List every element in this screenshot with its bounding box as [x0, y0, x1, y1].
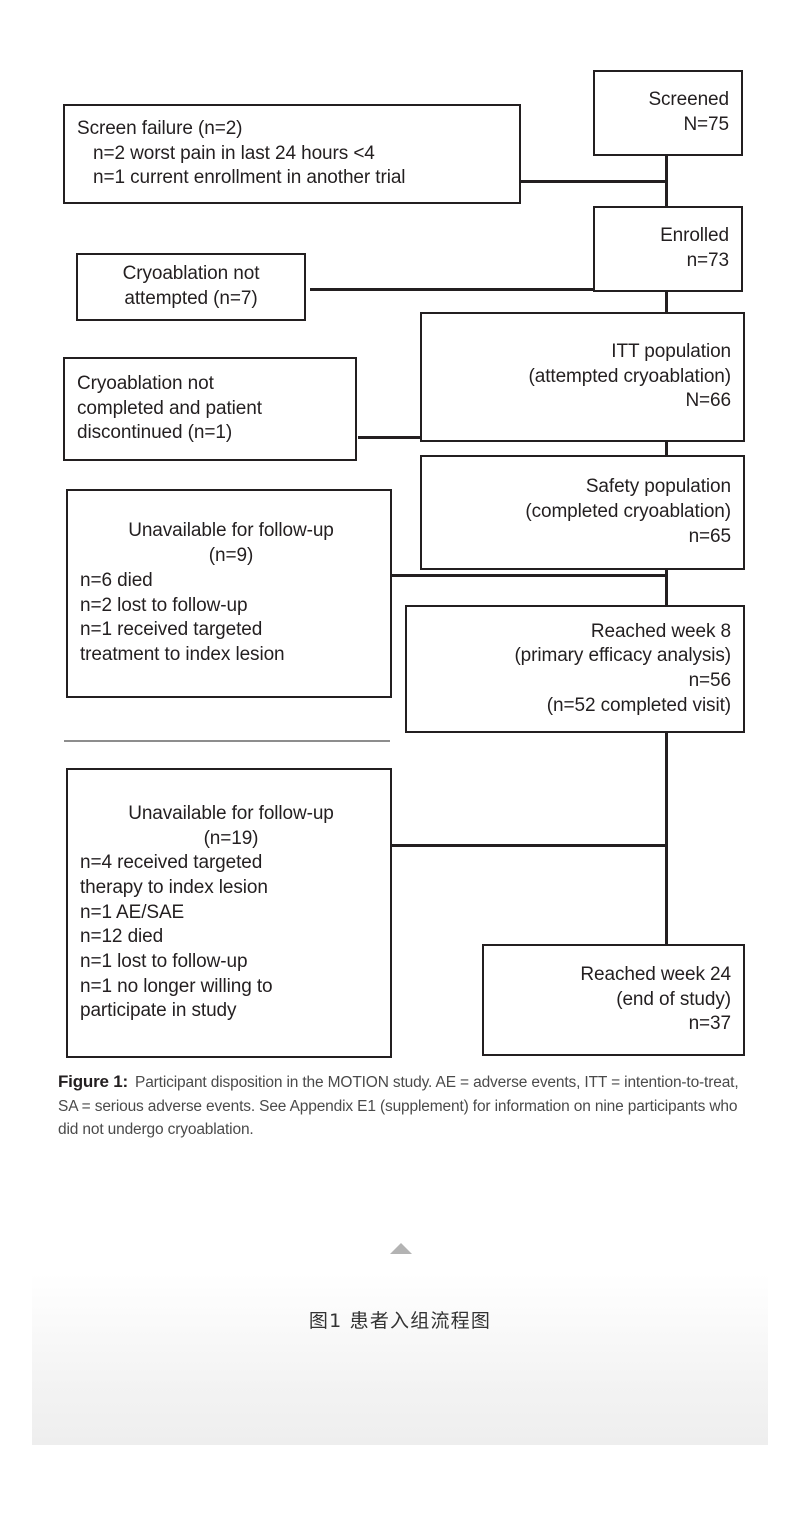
node-cryoablation-not-completed: Cryoablation not completed and patient d… — [63, 357, 357, 461]
node-screen-failure: Screen failure (n=2) n=2 worst pain in l… — [63, 104, 521, 204]
flowchart-figure: Screened N=75 Screen failure (n=2) n=2 w… — [58, 70, 758, 1142]
node-unavailable-9-line4: n=2 lost to follow-up — [80, 594, 248, 616]
node-itt-line1: ITT population — [611, 340, 731, 362]
node-unavailable-19-line4: therapy to index lesion — [80, 876, 268, 898]
node-unavailable-9-line1: Unavailable for follow-up — [128, 520, 334, 542]
node-week24-line1: Reached week 24 — [580, 963, 731, 985]
node-enrolled-line2: n=73 — [686, 250, 730, 271]
node-reached-week-8: Reached week 8 (primary efficacy analysi… — [405, 605, 745, 733]
node-unavailable-followup-9: Unavailable for follow-up (n=9) n=6 died… — [66, 489, 392, 698]
connector-to-cryo-not-attempted — [310, 288, 668, 291]
node-unavailable-19-line2: (n=19) — [203, 827, 259, 849]
connector-safety-to-week8 — [665, 568, 668, 620]
node-unavailable-followup-19: Unavailable for follow-up (n=19) n=4 rec… — [66, 768, 392, 1058]
node-screened-line2: N=75 — [683, 114, 729, 135]
node-screen-failure-line1: Screen failure (n=2) — [77, 117, 243, 139]
node-unavailable-9-line3: n=6 died — [80, 569, 153, 591]
connector-to-unavailable-19 — [392, 844, 668, 847]
node-cryo-not-completed-line2: completed and patient — [77, 397, 262, 419]
connector-to-unavailable-9 — [392, 574, 668, 577]
figure-caption: Figure 1:Participant disposition in the … — [58, 1069, 758, 1142]
bottom-panel — [32, 1274, 768, 1445]
figure-caption-text: Participant disposition in the MOTION st… — [58, 1074, 739, 1139]
collapse-triangle-icon[interactable] — [390, 1243, 412, 1254]
node-unavailable-19-line8: n=1 no longer willing to — [80, 975, 273, 997]
figure-caption-label: Figure 1: — [58, 1072, 128, 1091]
node-unavailable-19-line9: participate in study — [80, 1000, 237, 1022]
node-week24-line2: (end of study) — [616, 988, 731, 1010]
node-unavailable-9-line5: n=1 received targeted — [80, 619, 263, 641]
node-cryo-not-attempted-line2: attempted (n=7) — [124, 288, 258, 309]
node-itt-population: ITT population (attempted cryoablation) … — [420, 312, 745, 442]
chinese-figure-caption: 图1 患者入组流程图 — [308, 1310, 492, 1332]
node-unavailable-9-line2: (n=9) — [208, 545, 254, 567]
node-safety-line1: Safety population — [585, 476, 731, 498]
node-week8-line4: (n=52 completed visit) — [546, 694, 731, 716]
connector-to-screen-failure — [520, 180, 668, 183]
node-itt-line2: (attempted cryoablation) — [528, 365, 732, 387]
node-cryo-not-completed-line1: Cryoablation not — [77, 372, 214, 394]
node-cryo-not-completed-line3: discontinued (n=1) — [77, 422, 233, 444]
node-week8-line2: (primary efficacy analysis) — [514, 645, 731, 667]
node-cryo-not-attempted-line1: Cryoablation not — [122, 263, 260, 285]
node-unavailable-19-line7: n=1 lost to follow-up — [80, 951, 248, 973]
node-safety-population: Safety population (completed cryoablatio… — [420, 455, 745, 570]
node-screen-failure-line3: n=1 current enrollment in another trial — [93, 167, 406, 189]
node-itt-line3: N=66 — [685, 390, 731, 412]
node-cryoablation-not-attempted: Cryoablation not attempted (n=7) — [76, 253, 306, 321]
node-safety-line3: n=65 — [688, 525, 732, 547]
node-enrolled-line1: Enrolled — [660, 225, 729, 247]
node-week8-line3: n=56 — [688, 670, 732, 691]
node-week8-line1: Reached week 8 — [590, 620, 731, 642]
node-screen-failure-line2: n=2 worst pain in last 24 hours <4 — [93, 142, 375, 164]
node-enrolled: Enrolled n=73 — [593, 206, 743, 292]
node-unavailable-19-line5: n=1 AE/SAE — [80, 901, 185, 923]
section-divider-rule — [64, 740, 390, 742]
node-screened-line1: Screened — [648, 89, 729, 111]
node-unavailable-9-line6: treatment to index lesion — [80, 643, 285, 665]
connector-week8-to-week24 — [665, 733, 668, 946]
node-unavailable-19-line6: n=12 died — [80, 926, 164, 948]
node-week24-line3: n=37 — [688, 1013, 732, 1035]
node-reached-week-24: Reached week 24 (end of study) n=37 — [482, 944, 745, 1056]
node-unavailable-19-line1: Unavailable for follow-up — [128, 802, 334, 824]
node-screened: Screened N=75 — [593, 70, 743, 156]
node-safety-line2: (completed cryoablation) — [525, 501, 731, 523]
node-unavailable-19-line3: n=4 received targeted — [80, 852, 263, 874]
